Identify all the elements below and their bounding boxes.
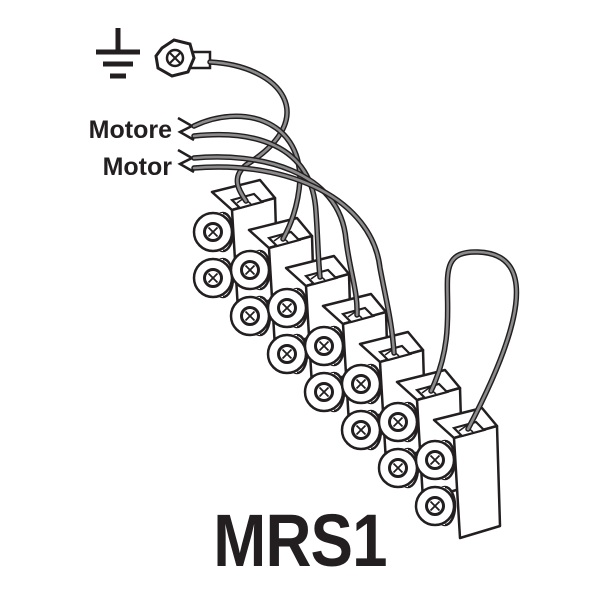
ground-wire-outline [207,59,290,204]
terminal-block [192,178,502,540]
screw-lower-6 [377,447,420,489]
ground-symbol-icon [96,28,140,79]
screw-lower-1 [192,257,235,299]
cable-cut-marks [177,116,195,174]
motor-label-english: Motor [102,153,172,181]
screw-upper-7 [414,439,457,481]
model-name: MRS1 [213,499,387,582]
screw-upper-3 [266,287,309,329]
screw-lower-3 [266,333,309,375]
ground-bolt-icon [154,38,212,78]
screw-lower-4 [303,371,346,413]
motor-label-italian: Motore [88,116,172,144]
motor-wire-4 [192,165,396,355]
wires [191,59,520,432]
screw-upper-4 [303,325,346,367]
screw-upper-6 [377,401,420,443]
jumper-wire [429,250,518,431]
screw-upper-2 [229,249,272,291]
terminal-module-7 [414,406,502,540]
screw-upper-1 [192,211,235,253]
screw-lower-5 [340,409,383,451]
motor-wire-3 [192,155,359,317]
ground-wire [208,60,289,203]
screw-upper-5 [340,363,383,405]
motor-wire-2 [192,133,322,279]
screw-lower-7 [414,485,457,527]
motor-wire-1 [192,114,302,241]
screw-lower-2 [229,295,272,337]
